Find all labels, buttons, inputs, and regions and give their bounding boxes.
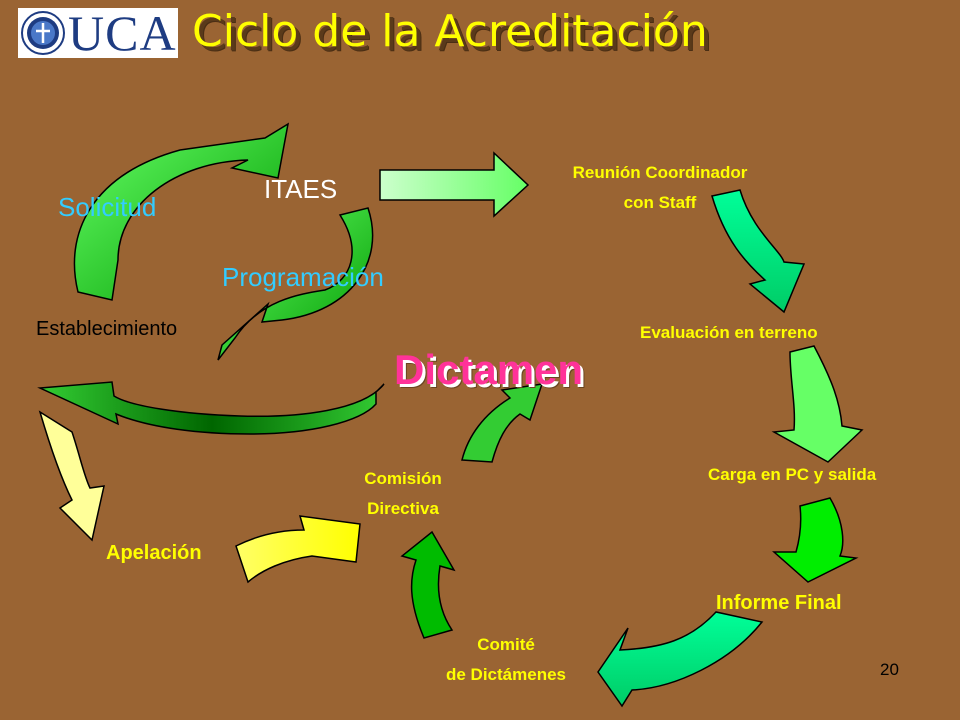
label-apelacion: Apelación [106, 542, 202, 564]
to-apelacion-arrow [38, 410, 105, 542]
label-reunion: Reunión Coordinador con Staff [530, 158, 790, 218]
label-comite-line1: Comité [477, 635, 535, 654]
label-establecimiento: Establecimiento [36, 318, 178, 340]
solicitud-arrow [73, 122, 290, 301]
carga-to-informe-arrow [772, 497, 859, 583]
apelacion-to-comision-arrow [235, 515, 361, 584]
label-evaluacion: Evaluación en terreno [640, 323, 818, 342]
label-dictamen: Dictamen [394, 346, 584, 393]
reunion-to-evaluacion-arrow [711, 189, 806, 314]
uca-logo: UCA [18, 5, 178, 61]
label-reunion-line2: con Staff [623, 193, 697, 212]
dictamen-to-establecimiento-arrow [37, 381, 385, 435]
programacion-arrow [217, 207, 374, 361]
informe-to-comite-arrow [597, 611, 764, 708]
page-title: Ciclo de la Acreditación [192, 6, 708, 57]
itaes-to-reunion-arrow [379, 151, 530, 218]
label-comision-line1: Comisión [364, 469, 442, 488]
uca-seal-icon [21, 11, 65, 55]
label-comision-line2: Directiva [367, 499, 439, 518]
comite-to-comision-arrow [400, 530, 456, 639]
label-informe-final: Informe Final [716, 592, 842, 614]
logo-text: UCA [68, 5, 177, 61]
label-programacion: Programación [222, 262, 384, 292]
label-carga: Carga en PC y salida [708, 465, 877, 484]
label-comision: Comisión Directiva [336, 464, 470, 524]
page-number: 20 [880, 660, 899, 679]
evaluacion-to-carga-arrow [771, 345, 864, 463]
label-reunion-line1: Reunión Coordinador [572, 163, 748, 182]
label-comite: Comité de Dictámenes [416, 630, 596, 690]
comision-to-dictamen-arrow [461, 383, 544, 463]
label-comite-line2: de Dictámenes [446, 665, 566, 684]
label-itaes: ITAES [264, 174, 338, 204]
label-solicitud: Solicitud [58, 192, 157, 222]
